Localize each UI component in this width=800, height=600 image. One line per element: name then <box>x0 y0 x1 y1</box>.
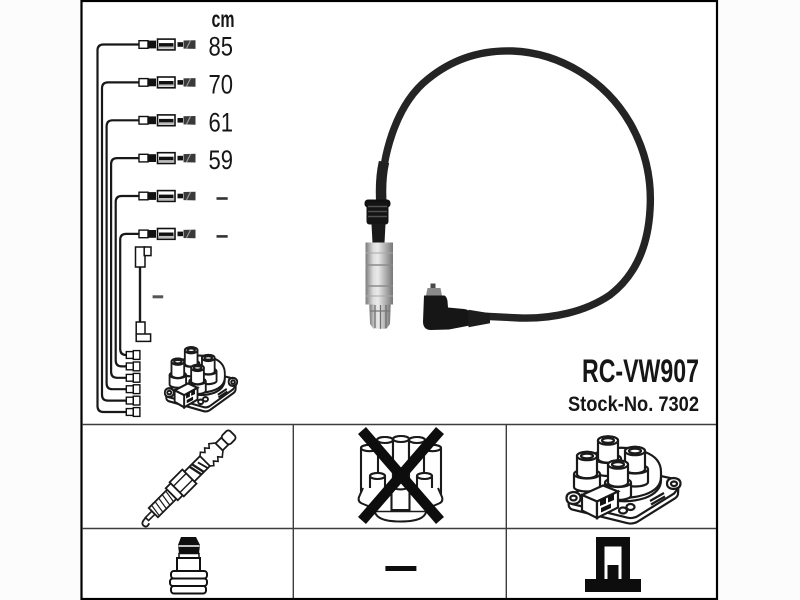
svg-text:59: 59 <box>209 145 234 175</box>
svg-text:Stock-No. 7302: Stock-No. 7302 <box>568 392 699 416</box>
svg-text:85: 85 <box>209 32 234 62</box>
svg-text:70: 70 <box>209 69 234 99</box>
svg-text:RC-VW907: RC-VW907 <box>582 353 699 389</box>
svg-text:61: 61 <box>209 107 234 137</box>
svg-text:cm: cm <box>212 6 235 32</box>
